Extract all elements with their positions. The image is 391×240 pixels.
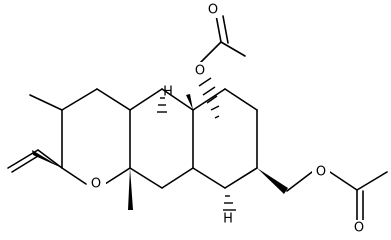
hydrogen-top-label: H [163, 85, 173, 100]
carbonyl-oxygen-side-label: O [354, 221, 364, 236]
hashed-bond-h-bottom [223, 195, 236, 211]
ring-oxygen-label: O [91, 177, 101, 192]
ester-oxygen-top-label: O [195, 64, 205, 79]
wedge-ch2-side-chain [257, 168, 288, 194]
atom-labels: O O O O O H H [88, 2, 368, 236]
methyl-groups [29, 94, 63, 168]
acetate-side-chain [257, 168, 388, 225]
acetate-top [198, 14, 246, 119]
carbonyl-oxygen-top-label: O [208, 3, 218, 18]
hashed-bond-oac-top [198, 77, 220, 119]
methyl-wedge-c3 [32, 150, 62, 168]
ester-oxygen-side-label: O [316, 165, 326, 180]
methyl-wedge-c10 [128, 168, 133, 210]
hydrogen-wedges [128, 94, 236, 211]
wedge-h-center [186, 94, 193, 110]
hydrogen-bottom-label: H [223, 212, 233, 227]
skeleton-bonds [61, 88, 258, 189]
hashed-bond-h-top [157, 97, 167, 113]
